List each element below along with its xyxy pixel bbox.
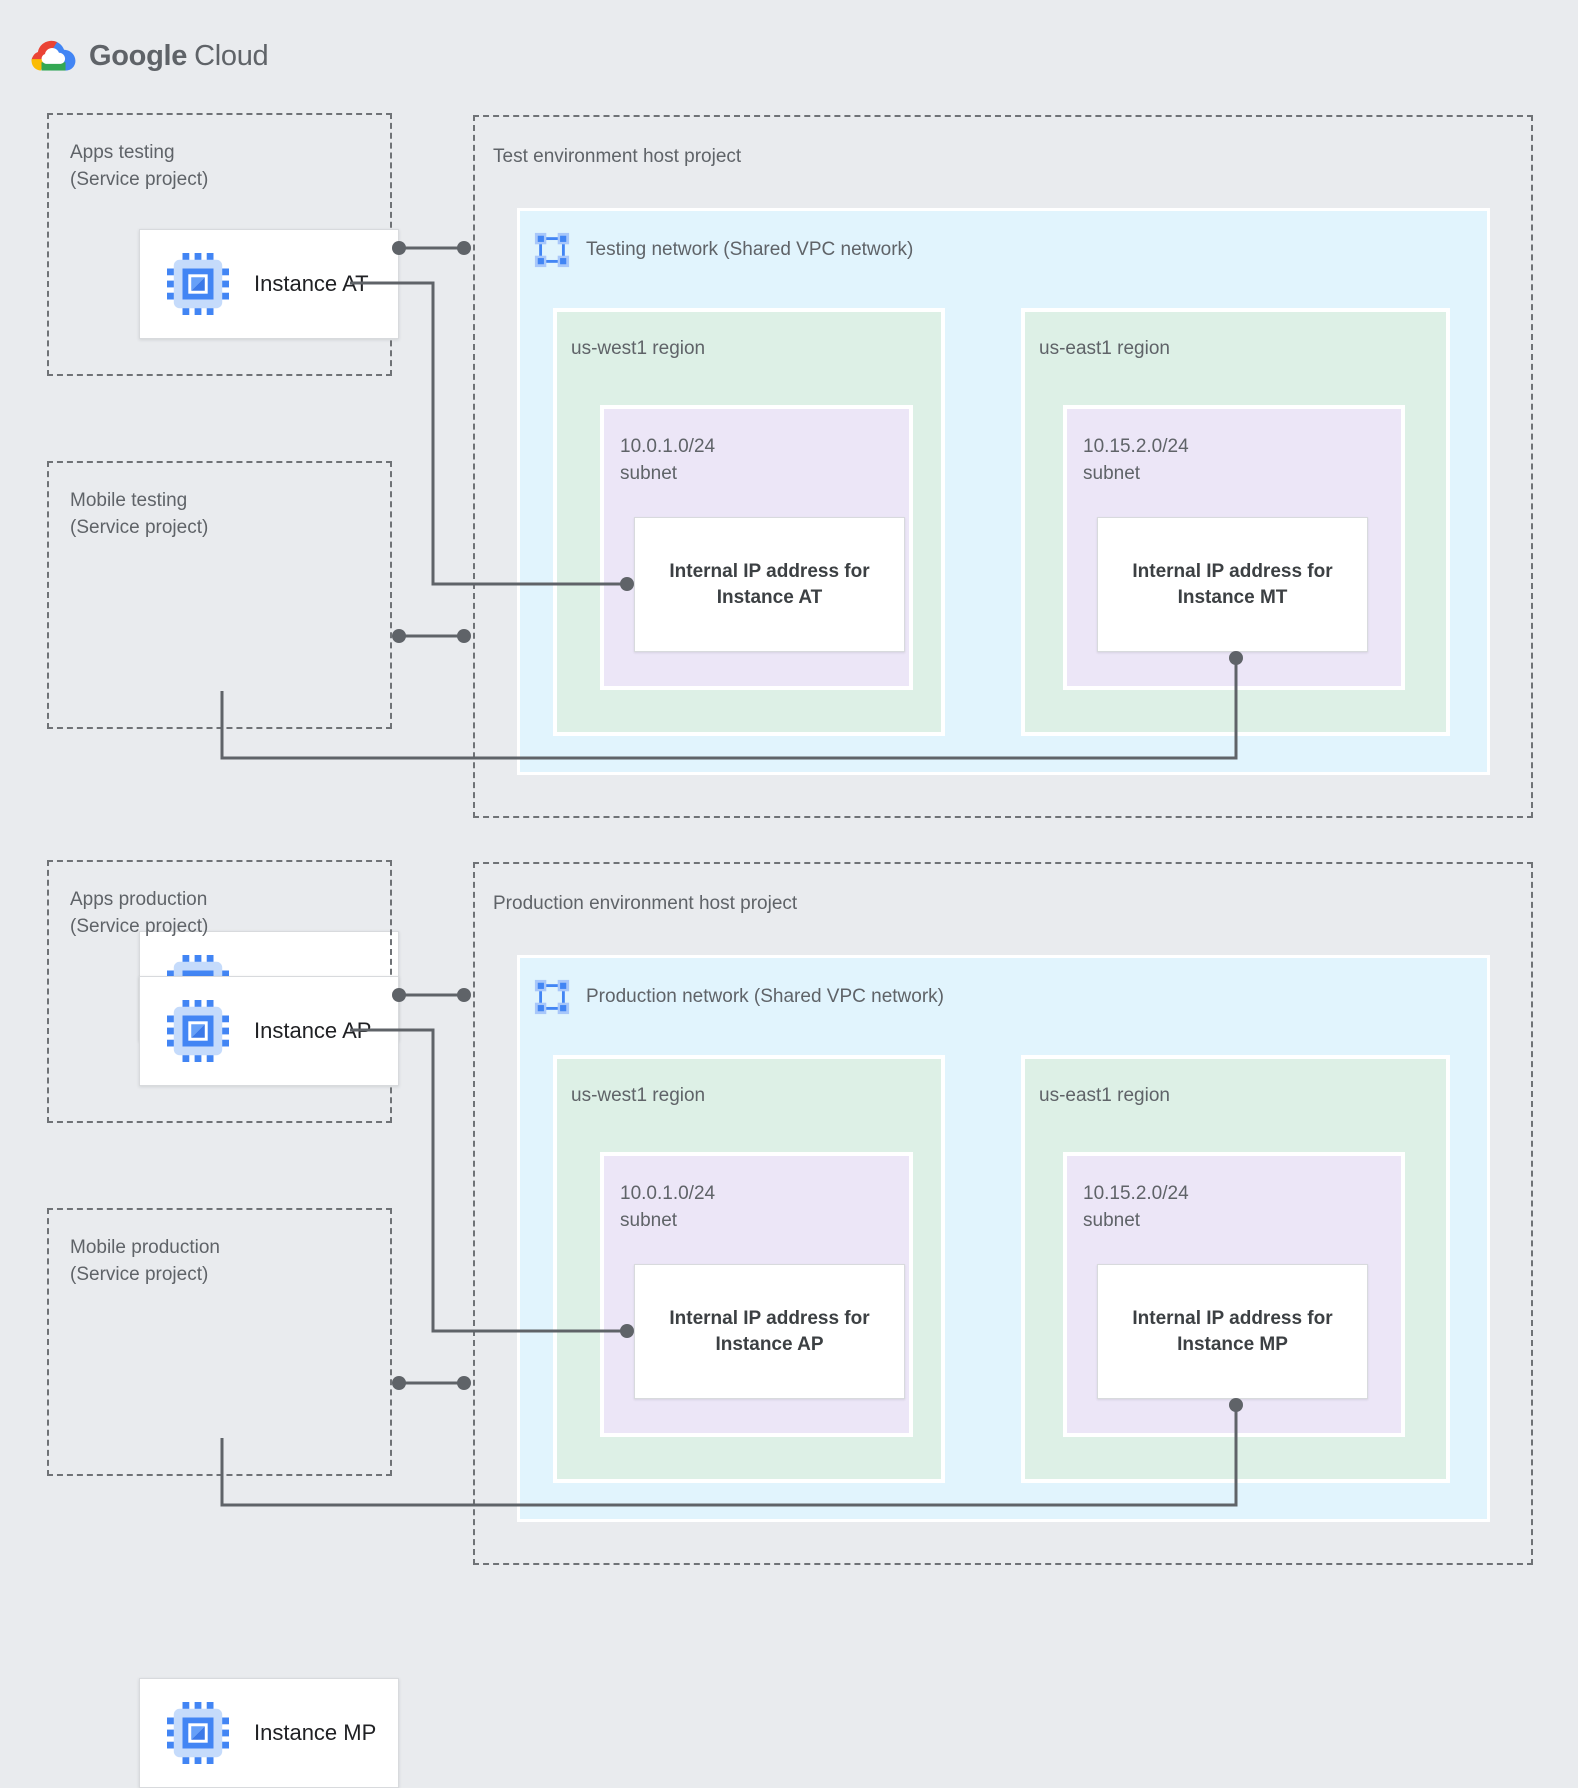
- test-environment-section: Apps testing (Service project) Instance …: [0, 113, 1578, 1041]
- instance-label: Instance AP: [254, 1018, 372, 1043]
- service-project-label: Apps production (Service project): [70, 886, 208, 940]
- connector-dot: [457, 988, 471, 1002]
- instance-ap-card: Instance AP: [139, 976, 399, 1086]
- ip-label-line2: Instance AP: [715, 1333, 824, 1355]
- test-host-project-box: Test environment host project Testing ne…: [473, 115, 1533, 818]
- network-header: Production network (Shared VPC network): [533, 978, 944, 1016]
- network-header: Testing network (Shared VPC network): [533, 231, 913, 269]
- compute-engine-icon: [167, 253, 229, 315]
- vpc-network-icon: [533, 231, 571, 269]
- subnet-word: subnet: [620, 463, 678, 484]
- service-project-type: (Service project): [70, 169, 209, 190]
- subnet-box: 10.15.2.0/24 subnet Internal IP address …: [1063, 405, 1405, 690]
- us-west1-region-box: us-west1 region 10.0.1.0/24 subnet Inter…: [553, 1055, 945, 1483]
- production-environment-section: Apps production (Service project) Instan…: [0, 860, 1578, 1788]
- host-project-label: Test environment host project: [493, 146, 742, 167]
- internal-ip-box-instance-at: Internal IP address for Instance AT: [634, 517, 905, 652]
- subnet-word: subnet: [1083, 463, 1141, 484]
- vpc-network-icon: [533, 978, 571, 1016]
- apps-testing-service-project-box: Apps testing (Service project) Instance …: [47, 113, 399, 376]
- connector-dot: [457, 241, 471, 255]
- service-project-label: Mobile production (Service project): [70, 1234, 220, 1288]
- ip-label-line2: Instance MP: [1177, 1333, 1288, 1355]
- mobile-testing-service-project-box: Mobile testing (Service project) Instanc…: [47, 461, 399, 1041]
- host-project-label: Production environment host project: [493, 893, 798, 914]
- subnet-label: 10.0.1.0/24 subnet: [620, 433, 715, 487]
- subnet-word: subnet: [620, 1210, 678, 1231]
- instance-label: Instance MP: [254, 1720, 377, 1745]
- region-label: us-west1 region: [571, 338, 706, 359]
- region-label: us-east1 region: [1039, 338, 1170, 359]
- production-host-project-box: Production environment host project Prod…: [473, 862, 1533, 1565]
- connector-dot: [392, 629, 406, 643]
- instance-at-card: Instance AT: [139, 229, 399, 339]
- service-project-label: Apps testing (Service project): [70, 139, 208, 193]
- ip-label-line1: Internal IP address for: [669, 1307, 870, 1329]
- internal-ip-box-instance-ap: Internal IP address for Instance AP: [634, 1264, 905, 1399]
- logo-suffix-text: Cloud: [194, 39, 269, 72]
- ip-label-line2: Instance MT: [1177, 586, 1288, 608]
- ip-label-line1: Internal IP address for: [1132, 560, 1333, 582]
- region-label: us-west1 region: [571, 1085, 706, 1106]
- subnet-label: 10.15.2.0/24 subnet: [1083, 433, 1189, 487]
- instance-mp-card: Instance MP: [139, 1678, 399, 1788]
- diagram-canvas: { "logo": { "brand": "Google", "suffix":…: [0, 38, 1578, 1788]
- service-project-type: (Service project): [70, 916, 209, 937]
- subnet-cidr: 10.15.2.0/24: [1083, 1183, 1189, 1204]
- production-network-box: Production network (Shared VPC network) …: [517, 955, 1490, 1522]
- service-project-label: Mobile testing (Service project): [70, 487, 208, 541]
- subnet-box: 10.15.2.0/24 subnet Internal IP address …: [1063, 1152, 1405, 1437]
- subnet-word: subnet: [1083, 1210, 1141, 1231]
- subnet-label: 10.0.1.0/24 subnet: [620, 1180, 715, 1234]
- ip-label-line2: Instance AT: [716, 586, 823, 608]
- connector-dot: [457, 629, 471, 643]
- subnet-box: 10.0.1.0/24 subnet Internal IP address f…: [600, 1152, 913, 1437]
- network-label: Testing network (Shared VPC network): [586, 239, 914, 260]
- apps-production-service-project-box: Apps production (Service project) Instan…: [47, 860, 399, 1123]
- ip-label-line1: Internal IP address for: [1132, 1307, 1333, 1329]
- google-cloud-icon: [30, 38, 77, 74]
- service-project-type: (Service project): [70, 517, 209, 538]
- compute-engine-icon: [167, 1000, 229, 1062]
- connector-dot: [457, 1376, 471, 1390]
- mobile-production-service-project-box: Mobile production (Service project) Inst…: [47, 1208, 399, 1788]
- service-project-name: Apps testing: [70, 142, 175, 163]
- service-project-name: Apps production: [70, 889, 208, 910]
- network-label: Production network (Shared VPC network): [586, 986, 944, 1007]
- service-project-name: Mobile testing: [70, 490, 188, 511]
- logo-brand-text: Google: [89, 39, 188, 72]
- subnet-cidr: 10.0.1.0/24: [620, 1183, 716, 1204]
- subnet-label: 10.15.2.0/24 subnet: [1083, 1180, 1189, 1234]
- internal-ip-box-instance-mt: Internal IP address for Instance MT: [1097, 517, 1368, 652]
- us-east1-region-box: us-east1 region 10.15.2.0/24 subnet Inte…: [1021, 1055, 1450, 1483]
- subnet-cidr: 10.15.2.0/24: [1083, 436, 1189, 457]
- us-west1-region-box: us-west1 region 10.0.1.0/24 subnet Inter…: [553, 308, 945, 736]
- connector-dot: [392, 1376, 406, 1390]
- us-east1-region-box: us-east1 region 10.15.2.0/24 subnet Inte…: [1021, 308, 1450, 736]
- subnet-box: 10.0.1.0/24 subnet Internal IP address f…: [600, 405, 913, 690]
- subnet-cidr: 10.0.1.0/24: [620, 436, 716, 457]
- ip-label-line1: Internal IP address for: [669, 560, 870, 582]
- service-project-type: (Service project): [70, 1264, 209, 1285]
- testing-network-box: Testing network (Shared VPC network) us-…: [517, 208, 1490, 775]
- region-label: us-east1 region: [1039, 1085, 1170, 1106]
- compute-engine-icon: [167, 1702, 229, 1764]
- instance-label: Instance AT: [254, 271, 369, 296]
- service-project-name: Mobile production: [70, 1237, 220, 1258]
- internal-ip-box-instance-mp: Internal IP address for Instance MP: [1097, 1264, 1368, 1399]
